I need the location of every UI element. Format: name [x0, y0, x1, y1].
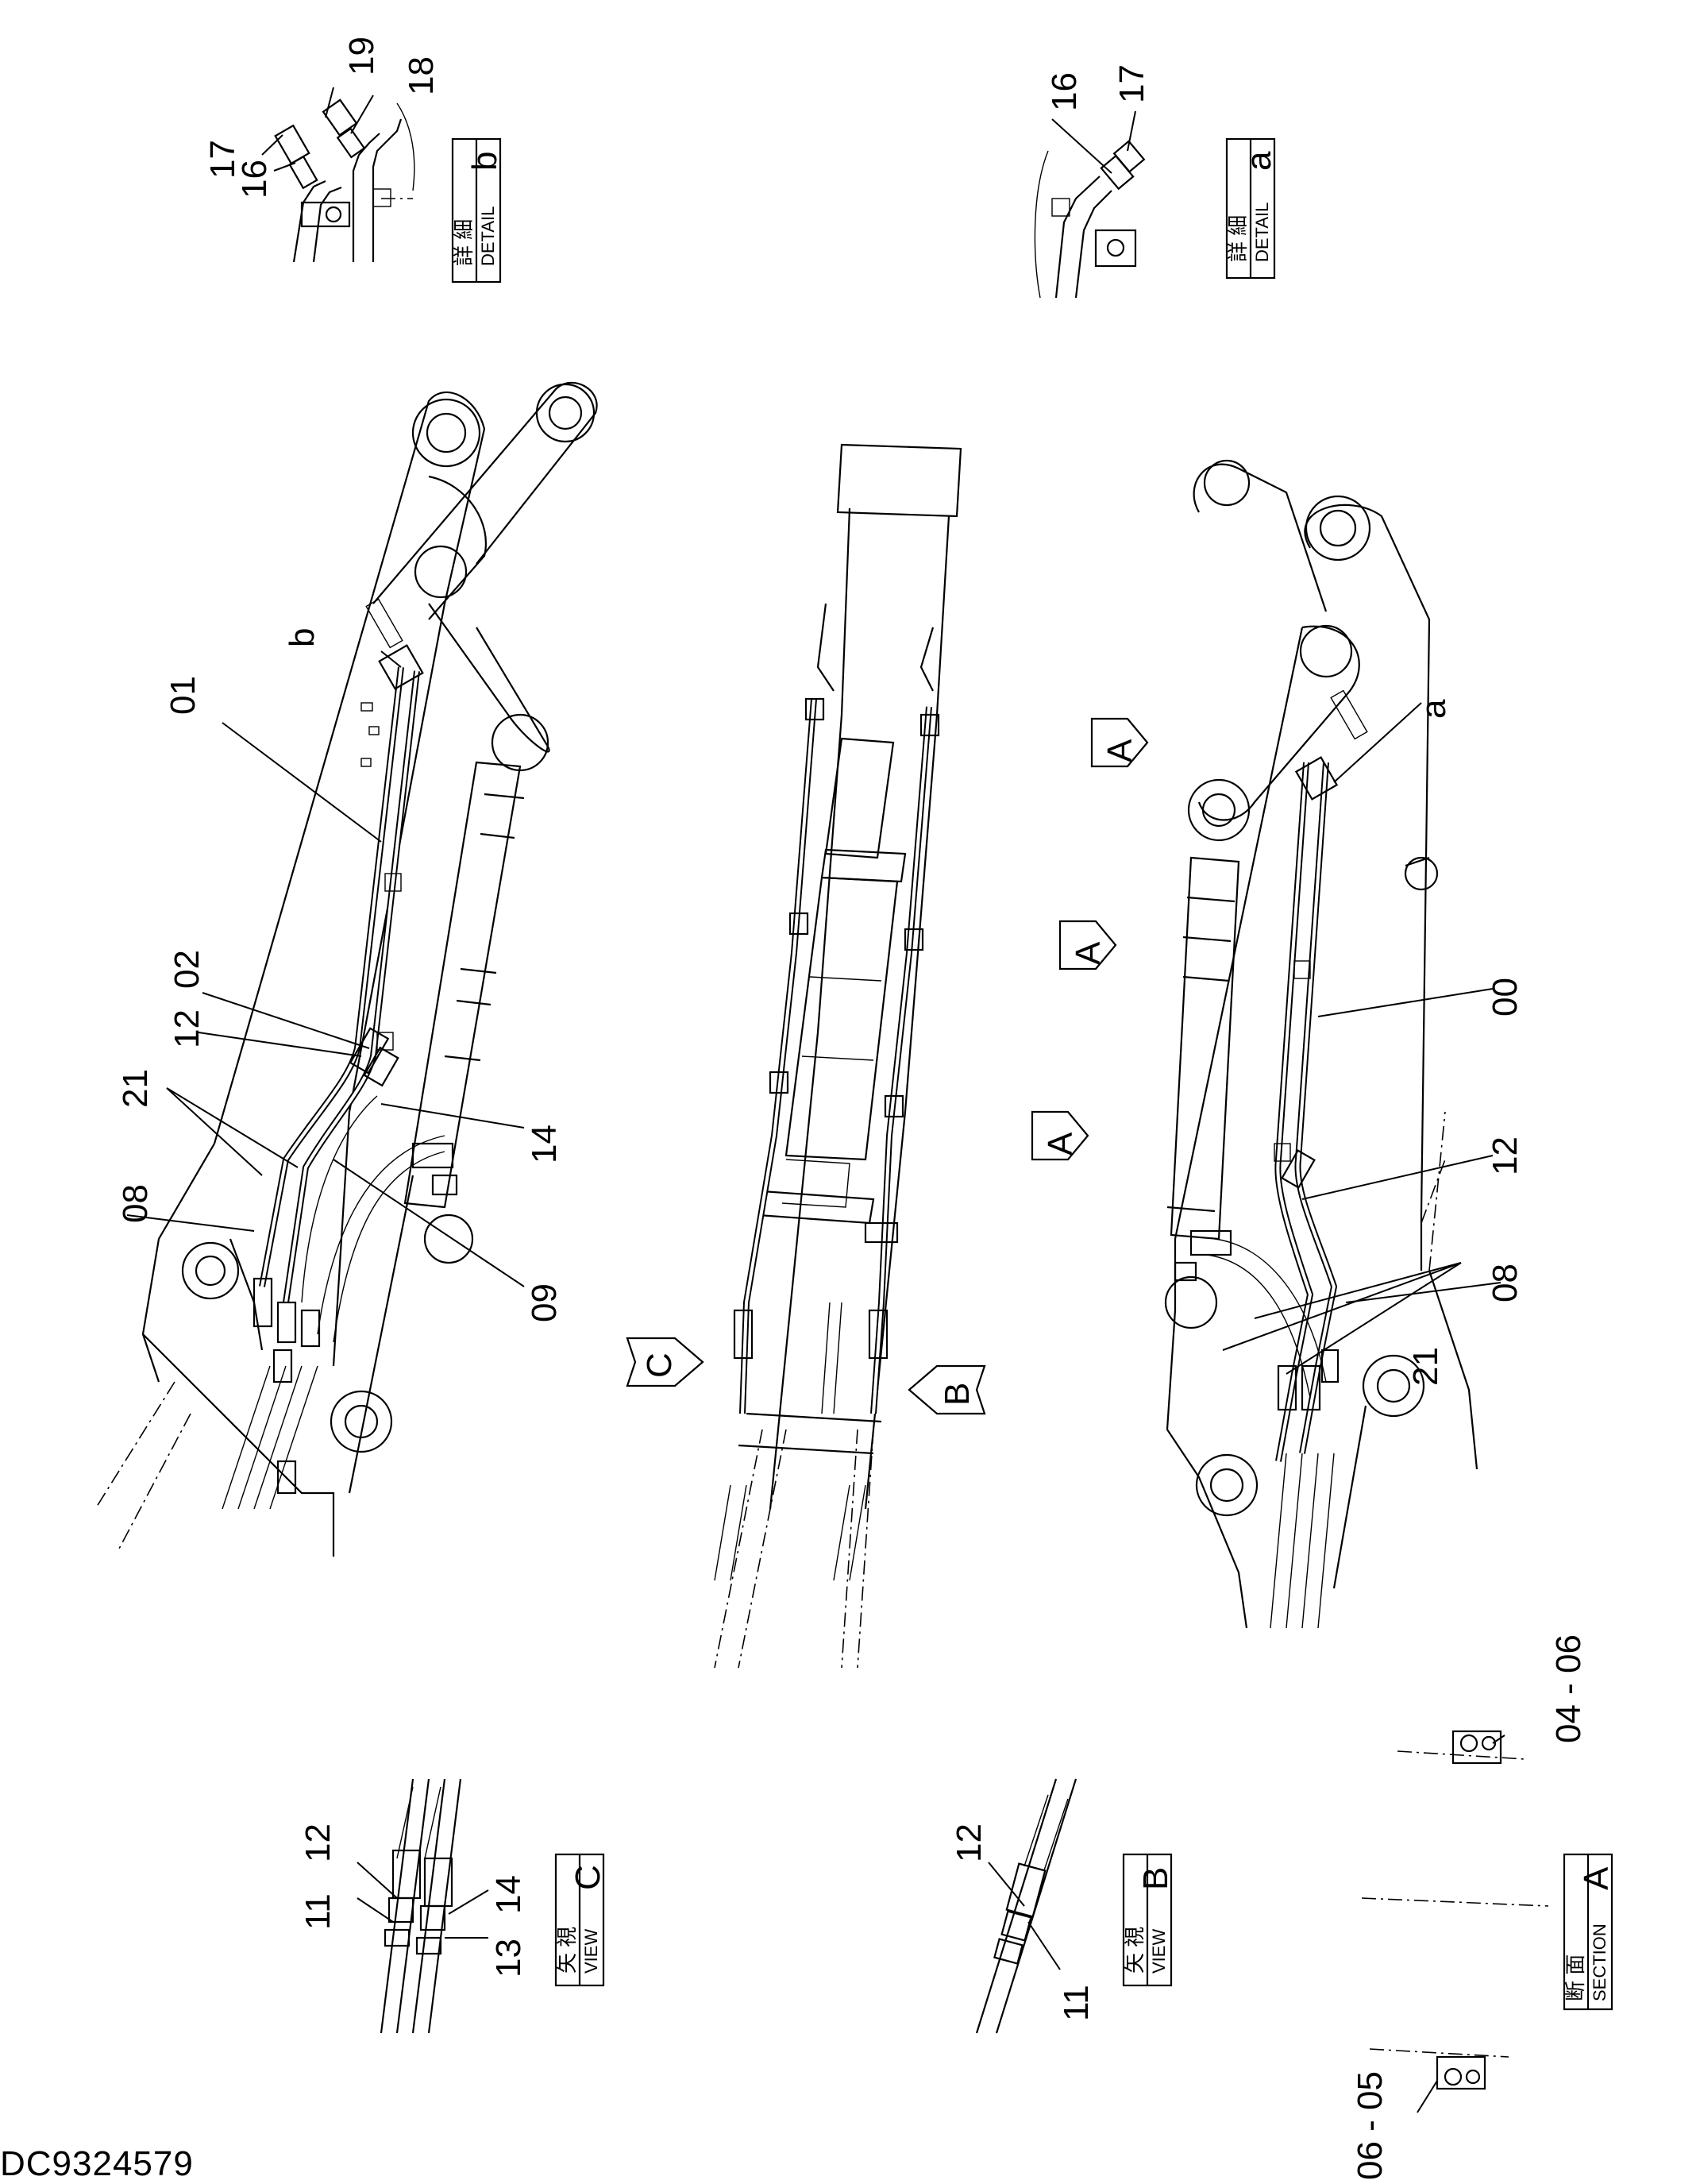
section-arrow-a-2: A	[1069, 941, 1108, 965]
view-b-letter: B	[1136, 1867, 1175, 1890]
view-b-callouts: 12 11	[950, 1823, 1096, 2021]
callout-18: 18	[402, 56, 441, 95]
view-c-label-box: 矢 視 VIEW C	[554, 1853, 607, 1987]
callout-17-b: 17	[203, 140, 242, 179]
view-c-letter: C	[569, 1865, 607, 1890]
right-arm-callouts: a 00 12 08 21	[1406, 699, 1525, 1386]
left-arm-callouts: b 01 02 12 21 08 14 09	[116, 628, 564, 1322]
callout-01: 01	[164, 676, 202, 715]
section-arrow-a-3: A	[1041, 1132, 1080, 1156]
callout-19: 19	[342, 37, 381, 75]
detail-a-drawing	[1034, 110, 1146, 299]
left-arm-hoses	[252, 598, 458, 1495]
center-arm-hoses	[733, 697, 940, 1414]
callout-17-a: 17	[1112, 64, 1151, 103]
callout-14-c: 14	[489, 1875, 528, 1914]
detail-b-callouts: 17 16 19 18	[203, 37, 441, 199]
right-arm-leaders	[1222, 702, 1501, 1375]
ref-b-label: b	[283, 628, 322, 647]
section-a-en: SECTION	[1590, 1924, 1609, 2001]
section-a-drawing	[1361, 1730, 1549, 2113]
view-b-drawing	[975, 1778, 1077, 2034]
callout-08-right: 08	[1486, 1264, 1525, 1302]
detail-a-letter: a	[1239, 151, 1278, 171]
left-arm-structure	[94, 381, 598, 1557]
callout-08-left: 08	[116, 1184, 155, 1223]
callout-11-b: 11	[1057, 1985, 1096, 2021]
callout-12-right: 12	[1486, 1136, 1525, 1175]
view-arrow-c: C	[626, 1337, 704, 1387]
view-arrow-c-letter: C	[640, 1352, 679, 1378]
callout-02: 02	[168, 950, 206, 989]
view-c-drawing	[357, 1778, 489, 2034]
callout-14: 14	[525, 1125, 564, 1163]
right-arm-structure	[1164, 459, 1478, 1629]
view-b-en: VIEW	[1149, 1929, 1169, 1974]
callout-13: 13	[489, 1939, 528, 1978]
detail-a-label-box: 詳 細 DETAIL a	[1225, 137, 1278, 280]
callout-04-06: 04 - 06	[1549, 1634, 1588, 1743]
ref-a-label: a	[1414, 699, 1453, 719]
callout-21-right: 21	[1406, 1347, 1445, 1386]
detail-b-label-box: 詳 細 DETAIL b	[451, 137, 504, 284]
callout-12-c: 12	[299, 1823, 337, 1862]
view-arrow-b: B	[908, 1364, 986, 1415]
section-a-jp: 断 面	[1563, 1954, 1587, 2001]
view-b-label-box: 矢 視 VIEW B	[1122, 1853, 1175, 1987]
view-b-jp: 矢 視	[1123, 1927, 1147, 1974]
right-arm-hoses	[1174, 689, 1368, 1462]
center-arm-structure	[714, 443, 962, 1669]
detail-b-en: DETAIL	[478, 206, 498, 266]
callout-00: 00	[1486, 978, 1525, 1017]
callout-09: 09	[525, 1283, 564, 1322]
view-c-en: VIEW	[581, 1929, 601, 1974]
detail-b-jp: 詳 細	[452, 219, 476, 266]
drawing-id: DC9324579	[0, 2144, 194, 2183]
callout-06-05: 06 - 05	[1351, 2071, 1390, 2180]
detail-a-jp: 詳 細	[1226, 215, 1250, 262]
view-arrow-b-letter: B	[938, 1383, 977, 1406]
section-a-label-box: 断 面 SECTION A	[1563, 1853, 1616, 2011]
detail-a-en: DETAIL	[1252, 203, 1272, 262]
detail-a-callouts: 16 17	[1045, 64, 1151, 111]
left-arm-leaders	[126, 650, 525, 1287]
callout-16-b: 16	[235, 160, 274, 199]
callout-12-left: 12	[168, 1009, 206, 1048]
callout-11-c: 11	[299, 1893, 337, 1930]
detail-b-drawing	[261, 87, 415, 263]
callout-12-b: 12	[950, 1823, 989, 1862]
section-arrows-a: A A A	[1031, 717, 1149, 1161]
section-arrow-a-1: A	[1101, 739, 1139, 762]
view-c-callouts: 12 11 14 13	[299, 1823, 528, 1978]
callout-16-a: 16	[1045, 72, 1084, 111]
detail-b-letter: b	[465, 152, 504, 171]
section-a-letter: A	[1577, 1866, 1616, 1890]
view-c-jp: 矢 視	[555, 1927, 579, 1974]
section-a-callouts: 04 - 06 06 - 05	[1351, 1634, 1588, 2180]
callout-21-left: 21	[116, 1069, 155, 1108]
